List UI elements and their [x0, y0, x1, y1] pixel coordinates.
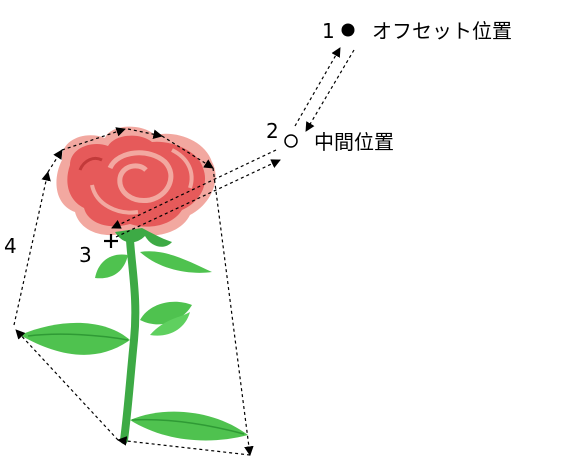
rose-stem [120, 236, 140, 444]
leaf-lower-left [20, 322, 130, 355]
cross-icon [104, 234, 118, 248]
leaf-top-right [140, 251, 212, 273]
rose-petal-swirl-2 [90, 184, 139, 215]
hollow-circle-icon [284, 134, 298, 148]
label-number-2: 2 [266, 119, 279, 143]
bounding-edge-right [212, 167, 254, 456]
rose-sepals [115, 228, 172, 247]
leaf-bottom-right [130, 411, 248, 441]
rose-petal-shade [78, 156, 103, 171]
bounding-edge-top-3 [161, 135, 214, 169]
filled-circle-icon [341, 23, 355, 37]
label-number-4: 4 [4, 234, 17, 258]
path-offset-to-mid [305, 49, 355, 132]
leaf-mid-right [140, 301, 192, 325]
leaf-mid-right-2 [150, 312, 190, 336]
rose-petal-swirl-3 [171, 148, 194, 189]
bounding-edge-left-top [47, 149, 63, 173]
rose-illustration [20, 126, 248, 444]
leaf-bottom-right-vein [131, 418, 245, 435]
bounding-edge-bottom-1 [117, 436, 251, 456]
path-anchor-to-mid [115, 159, 281, 238]
label-offset-position: オフセット位置 [372, 19, 512, 43]
path-mid-to-anchor [111, 149, 277, 229]
label-intermediate-position: 中間位置 [314, 130, 394, 154]
path-mid-to-offset [294, 47, 341, 127]
leaf-lower-left-vein [27, 333, 129, 341]
label-number-3: 3 [79, 243, 92, 267]
offset-path [111, 47, 355, 238]
bounding-edge-left [13, 171, 51, 326]
bounding-edge-bottom-2 [15, 329, 119, 441]
leaf-top-left [95, 254, 128, 279]
bounding-path [13, 127, 254, 456]
label-number-1: 1 [322, 19, 335, 43]
bounding-edge-top-1 [61, 127, 126, 151]
rose-petal-swirl-1 [107, 150, 174, 203]
